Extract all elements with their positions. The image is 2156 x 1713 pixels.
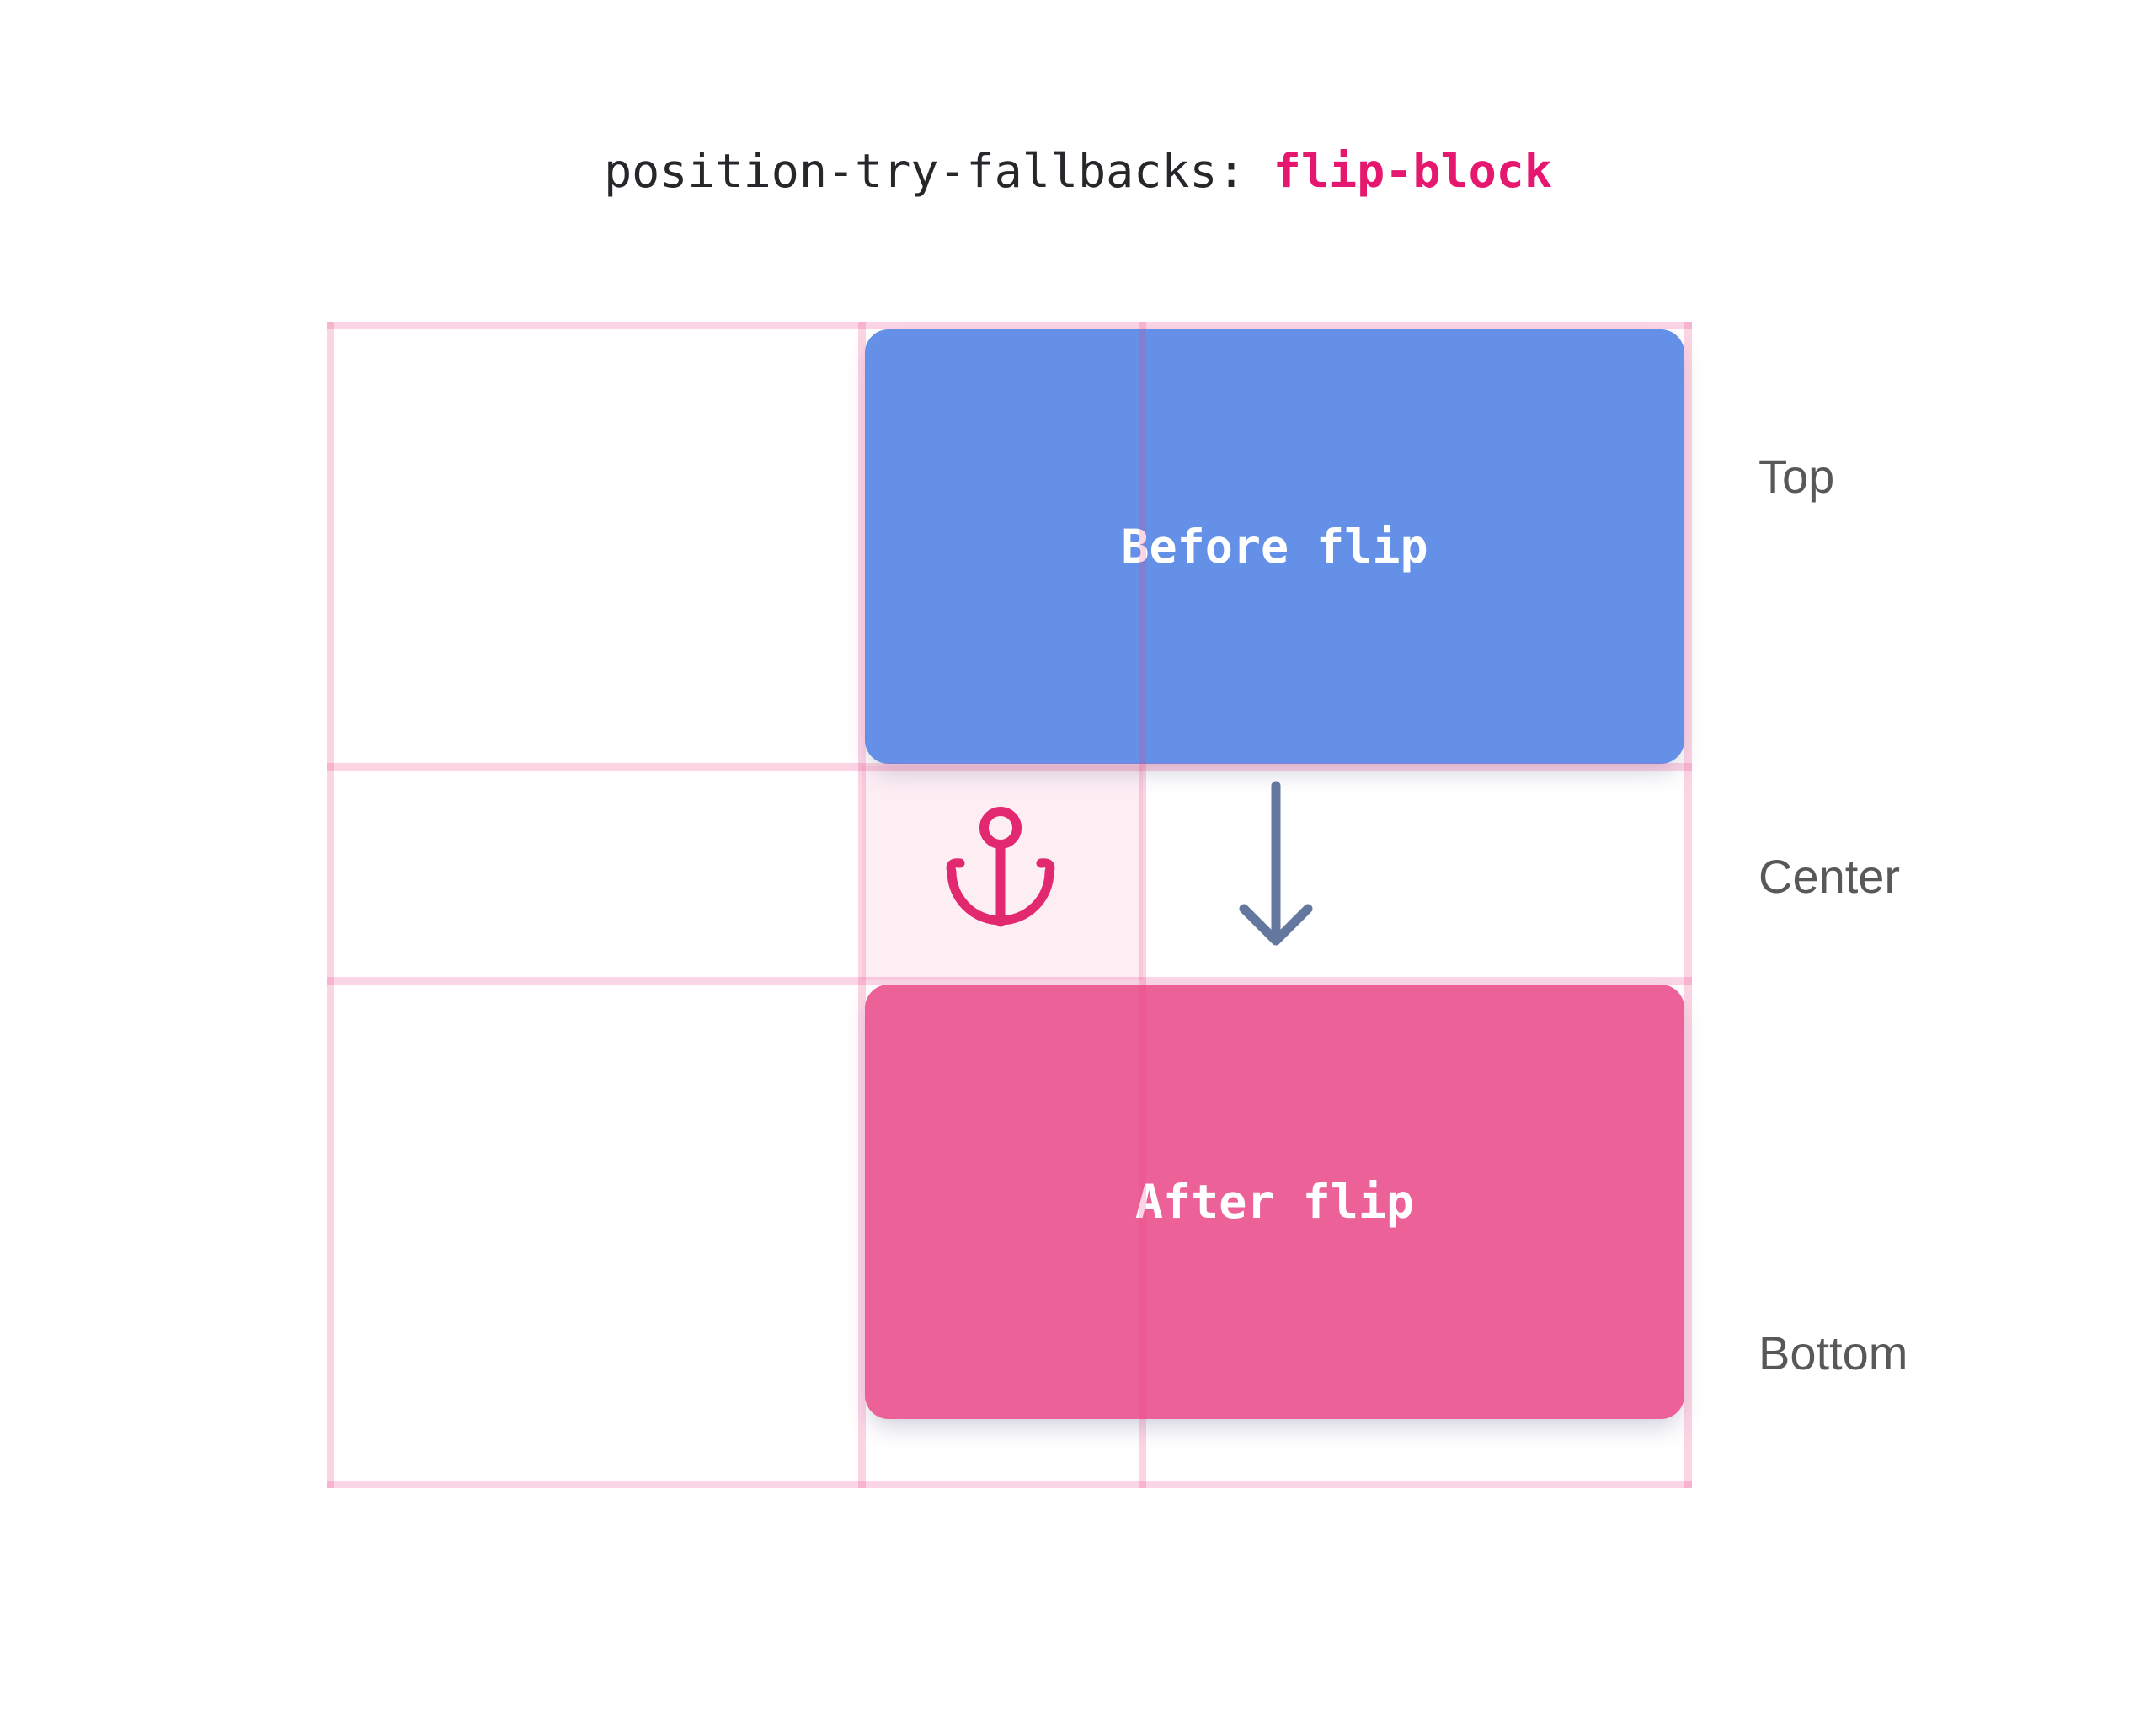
grid-line-col-divider-2 bbox=[1139, 322, 1146, 1488]
row-label-center: Center bbox=[1758, 850, 1901, 903]
grid-line-left bbox=[327, 322, 334, 1488]
before-flip-box: Before flip bbox=[865, 329, 1684, 764]
grid-line-row-divider-2 bbox=[327, 977, 1692, 985]
grid-line-col-divider-1 bbox=[858, 322, 866, 1488]
page-title: position-try-fallbacks: flip-block bbox=[0, 145, 2156, 197]
arrow-down-icon bbox=[1230, 779, 1322, 947]
title-value: flip-block bbox=[1273, 144, 1552, 198]
row-label-top: Top bbox=[1758, 450, 1835, 503]
after-flip-label: After flip bbox=[1134, 1175, 1415, 1229]
title-property: position-try-fallbacks: bbox=[604, 144, 1273, 198]
grid-line-row-divider-1 bbox=[327, 763, 1692, 771]
row-label-bottom: Bottom bbox=[1758, 1326, 1908, 1379]
grid-line-bottom bbox=[327, 1481, 1692, 1488]
grid-line-right bbox=[1684, 322, 1692, 1488]
before-flip-label: Before flip bbox=[1121, 520, 1428, 574]
after-flip-box: After flip bbox=[865, 985, 1684, 1419]
anchor-icon bbox=[938, 806, 1068, 932]
grid-line-top bbox=[327, 322, 1692, 329]
